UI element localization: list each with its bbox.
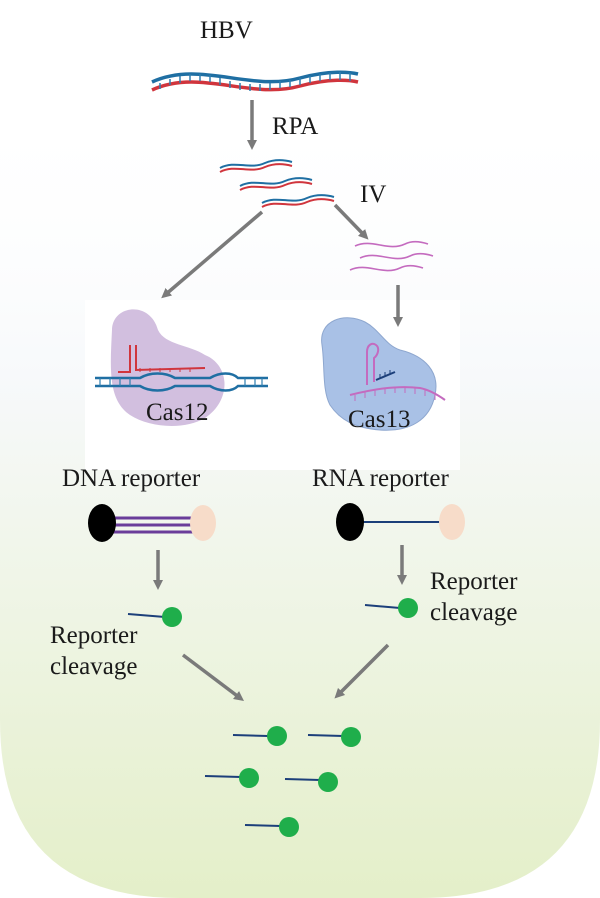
arrow-rpa-to-cas12 (161, 210, 264, 299)
label-iv: IV (360, 181, 387, 208)
rna-transcripts-icon (349, 240, 434, 272)
reporter-cleavage-right-line1: Reporter (430, 568, 518, 595)
label-hbv: HBV (200, 17, 253, 44)
cas13-complex-icon (321, 317, 446, 431)
reporter-cleavage-left-line2: cleavage (50, 653, 138, 680)
fluorophore-icon (190, 505, 216, 541)
arrow-left-to-pool (181, 653, 244, 702)
hbv-dna-icon (151, 70, 359, 92)
quencher-icon (336, 503, 364, 541)
label-reporter-cleavage-left: Reporter cleavage (50, 620, 137, 682)
background-panel (0, 95, 600, 898)
cleaved-reporter-pool (204, 726, 361, 837)
label-cas12: Cas12 (146, 399, 209, 426)
fluorophore-icon (439, 504, 465, 540)
cas12-complex-icon (95, 309, 268, 426)
rna-reporter-icon (336, 503, 465, 541)
reporter-cleavage-right-line2: cleavage (430, 599, 518, 626)
label-rna-reporter: RNA reporter (312, 465, 449, 492)
arrow-right-to-pool (334, 643, 390, 699)
label-rpa: RPA (272, 113, 319, 140)
dna-reporter-icon (88, 504, 216, 542)
arrow-rpa-to-iv (333, 203, 369, 240)
quencher-icon (88, 504, 116, 542)
rpa-amplicons-icon (219, 159, 335, 208)
reporter-cleavage-left-line1: Reporter (50, 622, 138, 649)
cleaved-reporter-left-icon (127, 607, 182, 627)
label-reporter-cleavage-right: Reporter cleavage (430, 566, 517, 628)
label-dna-reporter: DNA reporter (62, 465, 201, 492)
cleaved-reporter-right-icon (364, 598, 418, 618)
label-cas13: Cas13 (348, 406, 411, 433)
